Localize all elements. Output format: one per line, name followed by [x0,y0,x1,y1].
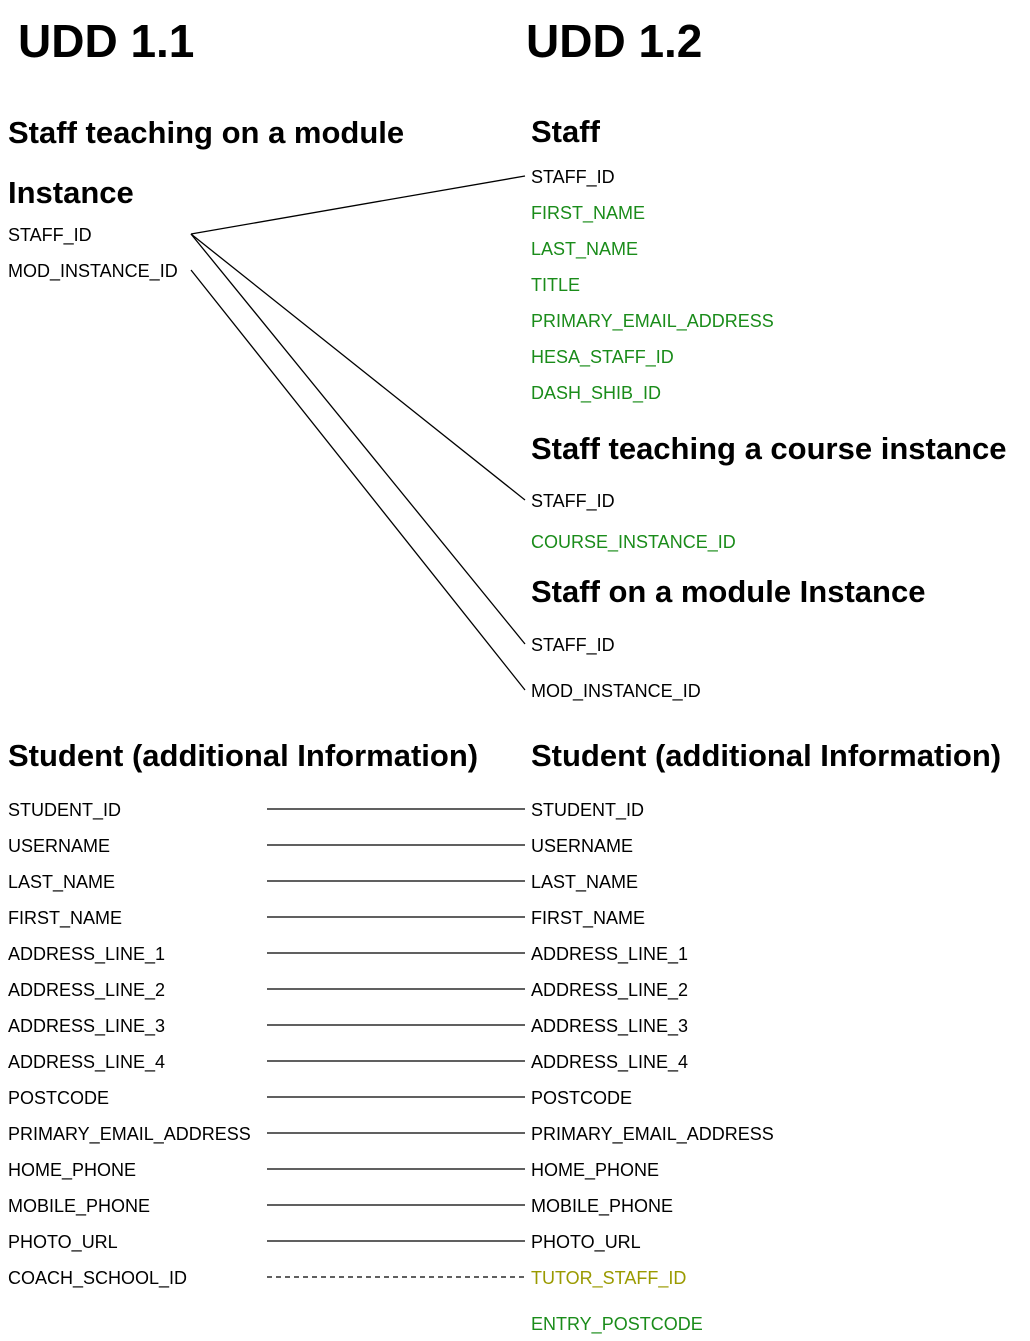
udd12-student-field-changed: TUTOR_STAFF_ID [531,1268,687,1288]
udd12-student-field: FIRST_NAME [531,908,646,928]
udd11-student-field: HOME_PHONE [8,1160,137,1180]
udd12-staff-field-new: TITLE [531,275,581,295]
udd12-student-field: POSTCODE [531,1088,633,1108]
udd11-staff-module-heading-line1: Staff teaching on a module [8,115,405,150]
udd11-title: UDD 1.1 [18,15,195,67]
udd11-student-field: ADDRESS_LINE_4 [8,1052,166,1072]
udd12-module-staff-id-field: STAFF_ID [531,635,615,655]
udd12-student-field: ADDRESS_LINE_1 [531,944,689,964]
udd12-course-heading: Staff teaching a course instance [531,431,1007,466]
udd11-student-field: ADDRESS_LINE_3 [8,1016,166,1036]
connector-staff-id-to-module-staff [190,233,526,645]
udd12-student-field: ADDRESS_LINE_2 [531,980,689,1000]
udd12-module-instance-id-field: MOD_INSTANCE_ID [531,681,701,701]
udd12-module-heading: Staff on a module Instance [531,574,926,609]
udd11-student-field: PRIMARY_EMAIL_ADDRESS [8,1124,251,1144]
udd12-staff-field-new: HESA_STAFF_ID [531,347,674,367]
udd12-student-field-new: ENTRY_POSTCODE [531,1314,703,1334]
udd11-student-field: STUDENT_ID [8,800,122,820]
udd11-student-field: POSTCODE [8,1088,110,1108]
connector-staff-id-to-staff [190,175,526,235]
udd12-staff-field-new: LAST_NAME [531,239,639,259]
udd11-student-field: ADDRESS_LINE_1 [8,944,166,964]
udd12-staff-field-new: PRIMARY_EMAIL_ADDRESS [531,311,774,331]
udd11-student-field: MOBILE_PHONE [8,1196,151,1216]
udd11-student-heading: Student (additional Information) [8,738,479,773]
udd12-staff-field: STAFF_ID [531,167,615,187]
udd11-student-field: ADDRESS_LINE_2 [8,980,166,1000]
udd12-student-field: HOME_PHONE [531,1160,660,1180]
udd12-student-field: ADDRESS_LINE_3 [531,1016,689,1036]
udd11-student-field: PHOTO_URL [8,1232,118,1252]
udd12-staff-field-new: DASH_SHIB_ID [531,383,662,403]
udd11-student-field: FIRST_NAME [8,908,123,928]
udd12-title: UDD 1.2 [526,15,703,67]
udd12-student-field: STUDENT_ID [531,800,645,820]
connector-mod-instance-to-module-instance [190,269,526,691]
udd11-staff-module-heading-line2: Instance [8,175,134,210]
udd11-student-field: USERNAME [8,836,111,856]
udd12-student-field: PRIMARY_EMAIL_ADDRESS [531,1124,774,1144]
connector-staff-id-to-course-staff [190,233,526,501]
udd12-staff-field-new: FIRST_NAME [531,203,646,223]
udd12-staff-heading: Staff [531,114,600,149]
udd12-course-instance-id-field: COURSE_INSTANCE_ID [531,532,736,552]
udd11-student-field: LAST_NAME [8,872,116,892]
udd12-student-field: ADDRESS_LINE_4 [531,1052,689,1072]
udd11-staff-id-field: STAFF_ID [8,225,92,245]
udd11-student-field: COACH_SCHOOL_ID [8,1268,188,1288]
udd12-student-field: PHOTO_URL [531,1232,641,1252]
udd12-student-field: MOBILE_PHONE [531,1196,674,1216]
udd12-student-field: USERNAME [531,836,634,856]
udd12-course-staff-id-field: STAFF_ID [531,491,615,511]
udd11-mod-instance-id-field: MOD_INSTANCE_ID [8,261,178,281]
udd12-student-heading: Student (additional Information) [531,738,1002,773]
udd12-student-field: LAST_NAME [531,872,639,892]
